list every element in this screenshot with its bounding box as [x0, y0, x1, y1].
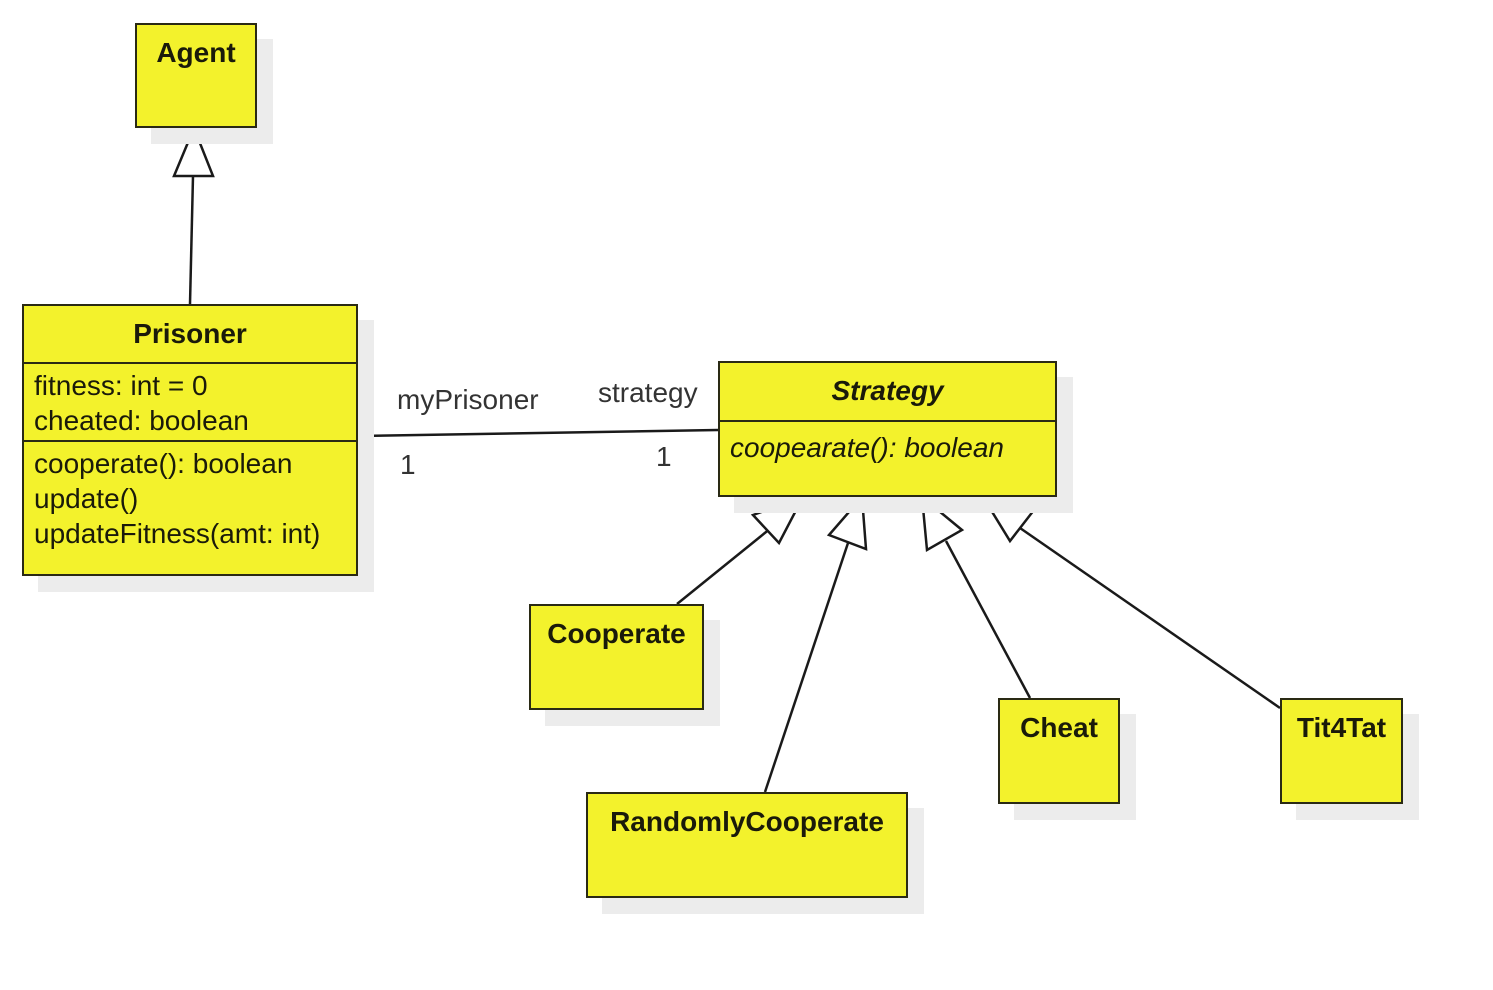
- methods-compartment: cooperate(): boolean update() updateFitn…: [24, 440, 356, 555]
- generalization-arrowhead-randomly: [826, 493, 868, 551]
- class-name: Tit4Tat: [1296, 712, 1387, 743]
- attributes-compartment: fitness: int = 0 cheated: boolean: [24, 362, 356, 440]
- class-agent[interactable]: Agent: [135, 23, 257, 128]
- class-tit4tat[interactable]: Tit4Tat: [1280, 698, 1403, 804]
- class-name: Cheat: [1020, 712, 1098, 743]
- generalization-arrowhead-agent: [172, 124, 215, 178]
- multiplicity-strategy-end: 1: [656, 441, 672, 472]
- generalization-arrowhead-cooperate: [750, 494, 806, 546]
- class-prisoner[interactable]: Prisoner fitness: int = 0 cheated: boole…: [22, 304, 358, 576]
- method: update(): [34, 483, 139, 514]
- methods-compartment: coopearate(): boolean: [720, 420, 1055, 469]
- generalization-line-randomly-strategy[interactable]: [763, 542, 850, 793]
- attribute: cheated: boolean: [34, 405, 249, 436]
- class-name: Agent: [156, 37, 236, 68]
- class-name: Strategy: [831, 375, 944, 406]
- class-name: Prisoner: [133, 318, 247, 349]
- generalization-line-cooperate-strategy[interactable]: [676, 527, 772, 605]
- generalization-arrowhead-cheat: [920, 494, 965, 553]
- class-strategy[interactable]: Strategy coopearate(): boolean: [718, 361, 1057, 497]
- attribute: fitness: int = 0: [34, 370, 208, 401]
- role-label-myprisoner: myPrisoner: [397, 384, 539, 415]
- multiplicity-prisoner-end: 1: [400, 449, 416, 480]
- method: coopearate(): boolean: [730, 432, 1004, 463]
- generalization-line-prisoner-agent[interactable]: [188, 175, 195, 305]
- class-cooperate[interactable]: Cooperate: [529, 604, 704, 710]
- role-label-strategy: strategy: [598, 377, 698, 408]
- method: cooperate(): boolean: [34, 448, 293, 479]
- generalization-line-cheat-strategy[interactable]: [944, 540, 1032, 699]
- association-line[interactable]: [357, 428, 719, 438]
- class-cheat[interactable]: Cheat: [998, 698, 1120, 804]
- class-name: Cooperate: [547, 618, 686, 649]
- generalization-arrowhead-tit4tat: [980, 495, 1037, 544]
- method: updateFitness(amt: int): [34, 518, 321, 549]
- class-randomly-cooperate[interactable]: RandomlyCooperate: [586, 792, 908, 898]
- generalization-line-tit4tat-strategy[interactable]: [1019, 526, 1281, 710]
- class-name: RandomlyCooperate: [610, 806, 884, 837]
